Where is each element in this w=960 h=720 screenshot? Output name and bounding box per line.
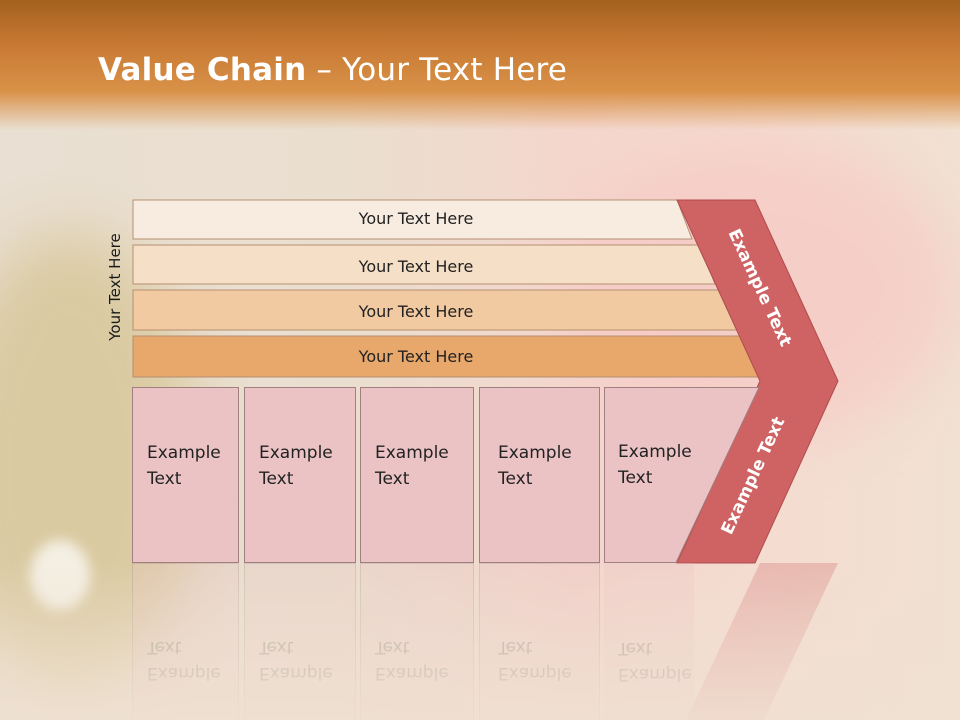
activity-box-5 bbox=[604, 387, 760, 563]
support-bar-2-label: Your Text Here bbox=[358, 257, 474, 276]
activity-box-3-label: Example Text bbox=[375, 443, 449, 489]
activity-box-3: Example Text bbox=[360, 387, 474, 563]
support-bar-4-label: Your Text Here bbox=[358, 347, 474, 366]
activity-box-1-label: Example Text bbox=[147, 443, 221, 489]
activity-box-5-label: Example Text bbox=[618, 442, 692, 488]
activity-box-1: Example Text bbox=[132, 387, 239, 563]
activity-box-5-shape bbox=[604, 387, 760, 563]
title-bold: Value Chain bbox=[98, 52, 307, 88]
slide-title: Value Chain – Your Text Here bbox=[98, 52, 567, 88]
title-banner bbox=[0, 0, 960, 130]
support-bar-1 bbox=[132, 199, 693, 240]
support-bar-1-label: Your Text Here bbox=[358, 209, 474, 228]
reflection-fade bbox=[0, 563, 960, 720]
activity-box-4-label: Example Text bbox=[498, 443, 572, 489]
activity-box-4: Example Text bbox=[479, 387, 600, 563]
title-rest: – Your Text Here bbox=[306, 52, 568, 88]
activity-box-2-label: Example Text bbox=[259, 443, 333, 489]
activity-box-5-text: Example Text bbox=[618, 439, 692, 491]
activity-box-2: Example Text bbox=[244, 387, 356, 563]
support-bar-3-label: Your Text Here bbox=[358, 302, 474, 321]
